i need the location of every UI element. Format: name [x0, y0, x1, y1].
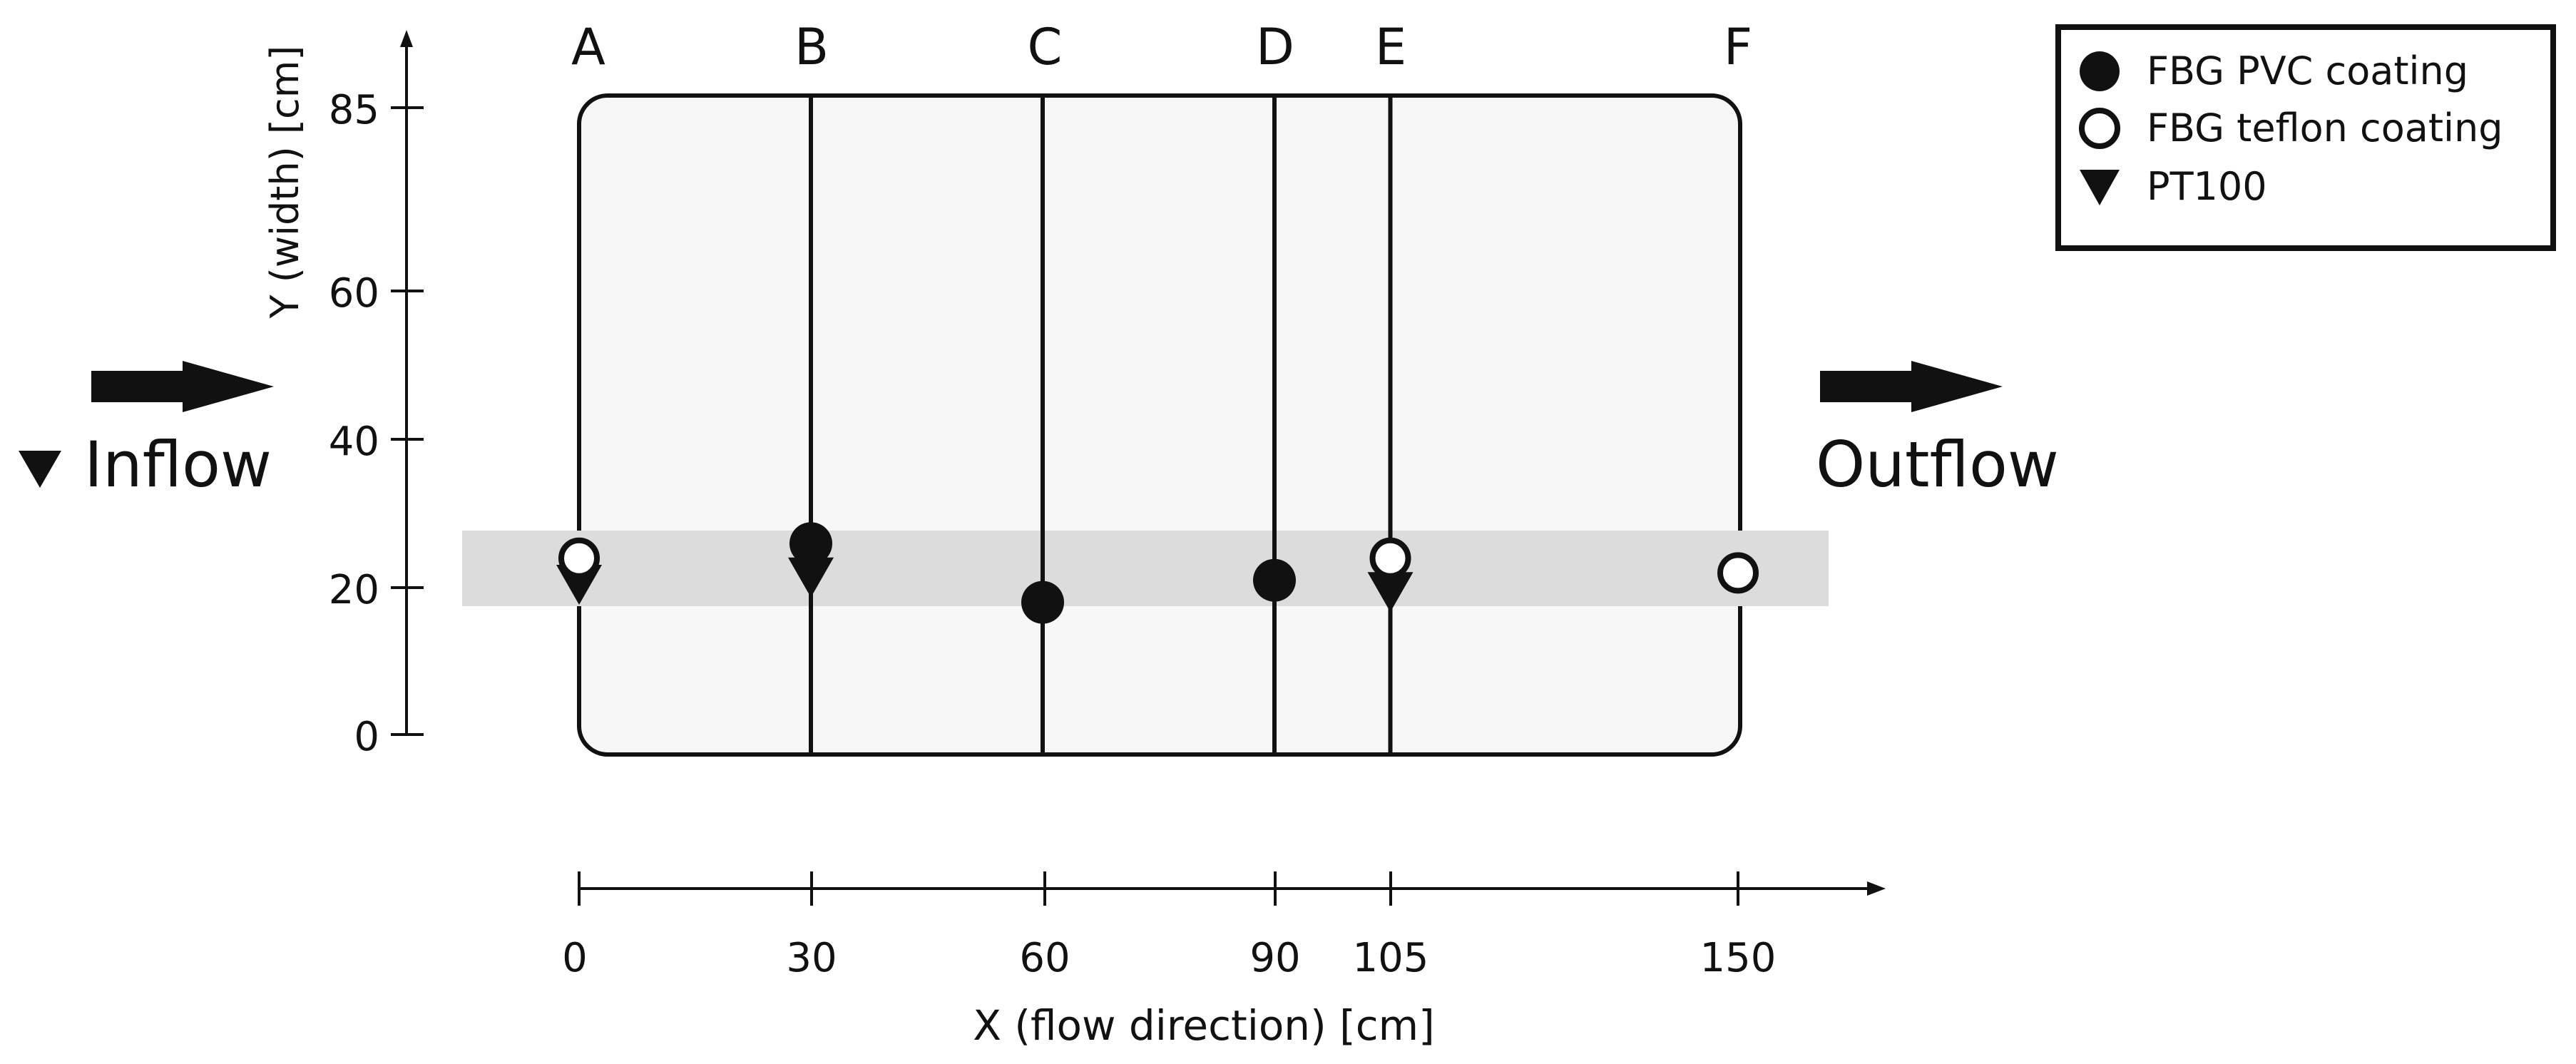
x-tick-label-150: 150: [1700, 935, 1777, 981]
inflow-indicator: Inflow: [19, 361, 274, 501]
outflow-indicator: Outflow: [1816, 361, 2059, 501]
x-tick-label-30: 30: [786, 935, 837, 981]
inflow-label: Inflow: [84, 428, 272, 501]
section-label-e: E: [1375, 18, 1406, 76]
pt100-marker-e: [1367, 572, 1414, 613]
x-tick-label-105: 105: [1353, 935, 1429, 981]
legend-label-pt100: PT100: [2147, 164, 2267, 209]
x-tick-label-90: 90: [1249, 935, 1300, 981]
fbg-teflon-marker-a: [558, 537, 600, 579]
x-axis-arrowhead: [1867, 881, 1886, 896]
y-tick-label-20: 20: [329, 567, 379, 613]
pt100-marker-b: [788, 557, 834, 598]
section-label-f: F: [1724, 18, 1752, 76]
legend: FBG PVC coating FBG teflon coating PT100: [2055, 24, 2556, 251]
y-axis-label: Y (width) [cm]: [262, 46, 307, 319]
sensor-band: [462, 531, 1829, 606]
legend-label-fbg-teflon: FBG teflon coating: [2147, 106, 2503, 150]
section-labels: A B C D E F: [571, 18, 1752, 76]
y-axis-arrowhead: [400, 30, 413, 47]
outflow-label: Outflow: [1816, 428, 2059, 501]
sensor-markers: [556, 522, 1759, 624]
y-tick-label-85: 85: [329, 87, 379, 133]
y-tick-label-40: 40: [329, 419, 379, 465]
inflow-pt100-triangle-icon: [19, 451, 61, 488]
legend-down-triangle-icon: [2080, 170, 2120, 205]
x-tick-label-0: 0: [562, 935, 588, 981]
section-label-a: A: [571, 18, 605, 76]
fbg-teflon-marker-f: [1717, 552, 1759, 594]
legend-filled-circle-icon: [2080, 51, 2120, 91]
section-label-b: B: [794, 18, 829, 76]
fbg-pvc-marker-c: [1021, 580, 1064, 624]
x-axis: 0 30 60 90 105 150 X (flow direction) [c…: [562, 871, 1886, 1050]
x-tick-label-60: 60: [1019, 935, 1070, 981]
section-label-d: D: [1256, 18, 1294, 76]
fbg-pvc-marker-d: [1253, 558, 1296, 602]
outflow-arrow-icon: [1820, 361, 2003, 412]
y-axis: 85 60 40 20 0 Y (width) [cm]: [262, 30, 424, 760]
fbg-teflon-marker-e: [1369, 537, 1411, 579]
x-axis-label: X (flow direction) [cm]: [973, 1001, 1435, 1050]
legend-open-circle-icon: [2079, 108, 2120, 149]
inflow-arrow-icon: [91, 361, 274, 412]
legend-label-fbg-pvc: FBG PVC coating: [2147, 48, 2468, 93]
section-lines: [809, 96, 1393, 754]
section-label-c: C: [1028, 18, 1063, 76]
y-tick-label-60: 60: [329, 270, 379, 317]
y-tick-label-0: 0: [354, 714, 379, 760]
fbg-pvc-marker-b: [789, 522, 832, 566]
legend-box: [2055, 24, 2556, 251]
channel-body: [577, 93, 1742, 757]
